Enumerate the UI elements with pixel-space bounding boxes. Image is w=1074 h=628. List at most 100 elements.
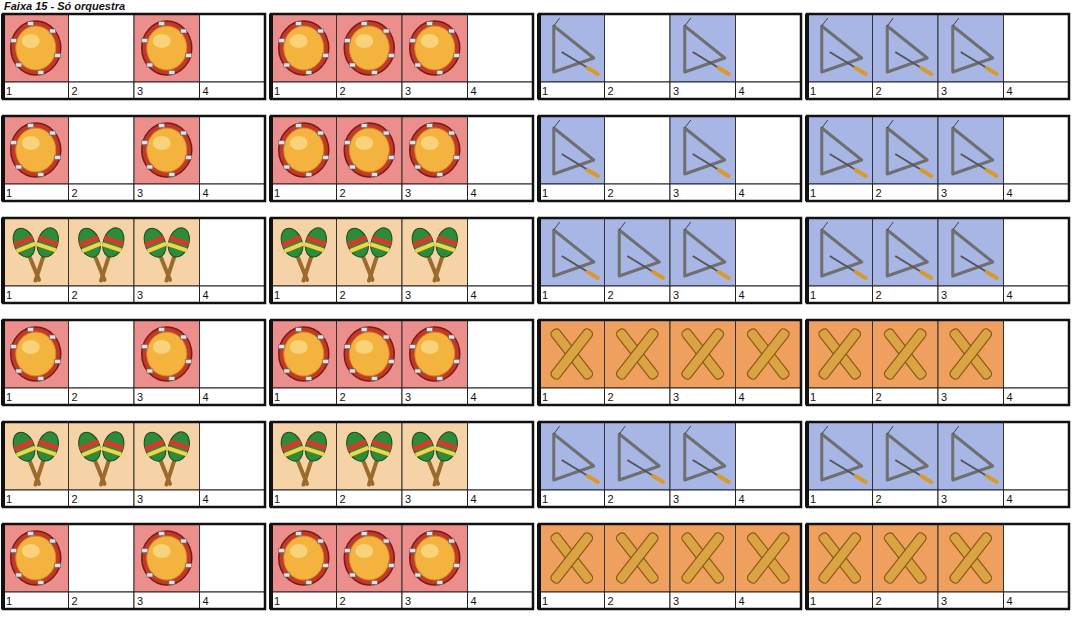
beat-cell (605, 320, 671, 388)
tambourine-jingle (186, 563, 192, 567)
tambourine-jingle (147, 165, 153, 169)
beat-number: 2 (72, 390, 78, 404)
tambourine-jingle (410, 549, 416, 553)
beat-cell (134, 218, 200, 286)
tambourine-rim (11, 327, 61, 381)
maraca-head (99, 225, 127, 260)
beat-cell (807, 320, 873, 388)
maraca (157, 429, 193, 487)
instrument-icon (883, 327, 928, 380)
tambourine-jingle (142, 549, 148, 553)
beat-number-strip (938, 286, 1004, 303)
maraca-head (367, 429, 395, 464)
triangle-string (685, 222, 691, 230)
maraca-head (9, 225, 39, 260)
triangle-frame (822, 128, 862, 174)
beat-cell (134, 524, 200, 592)
triangle-string (619, 426, 625, 434)
tambourine-jingle (181, 335, 187, 339)
maraca-handle (101, 460, 109, 485)
beat-number-strip (605, 388, 671, 405)
tambourine-jingle (169, 70, 175, 74)
maraca-head (302, 429, 330, 464)
triangle-string (887, 222, 893, 230)
tambourine-jingle (284, 573, 290, 577)
triangle-string (953, 222, 959, 230)
tambourine-jingle (388, 563, 394, 567)
triangle-frame (953, 434, 993, 480)
clave-stick (817, 531, 862, 584)
instrument-icon (549, 327, 594, 380)
beat-cell (69, 422, 135, 490)
tambourine-jingle (449, 539, 455, 543)
tambourine-jingle (349, 165, 355, 169)
tambourine-jingle (318, 131, 324, 135)
maraca-band (284, 242, 304, 253)
beat-cell (670, 14, 736, 82)
tambourine-jingle (50, 29, 56, 33)
beat-number-strip (873, 388, 939, 405)
tambourine-jingle (181, 29, 187, 33)
tambourine-jingle (147, 63, 153, 67)
beat-number-strip (3, 82, 69, 99)
triangle-beater (961, 52, 997, 74)
beat-number-strip (1004, 388, 1070, 405)
bar-line (269, 422, 273, 507)
instrument-icon (279, 531, 329, 585)
beat-number: 4 (1007, 84, 1013, 98)
tambourine-rim (279, 21, 329, 75)
beat-cell (1004, 218, 1070, 286)
triangle-beater (627, 256, 663, 278)
tambourine-jingle (306, 70, 312, 74)
clave-stick (948, 531, 993, 584)
bar-line (269, 14, 273, 99)
maraca-band (167, 446, 187, 456)
maraca-band (304, 242, 324, 252)
tambourine-skin (415, 128, 455, 172)
maraca-head (140, 429, 170, 464)
beat-number: 2 (608, 594, 614, 608)
beat-number: 3 (405, 84, 411, 98)
beat-cell (670, 422, 736, 490)
tambourine-jingle (410, 141, 416, 145)
beat-cell (271, 218, 337, 286)
tambourine-jingle (371, 376, 377, 380)
beat-cell (69, 218, 135, 286)
tambourine-skin (349, 26, 389, 70)
beat-number-strip (873, 490, 939, 507)
maraca-band (36, 446, 56, 456)
beat-number-strip (938, 184, 1004, 201)
beat-number: 3 (673, 390, 679, 404)
tambourine-jingle (186, 155, 192, 159)
tambourine-rim (11, 123, 61, 177)
beat-number: 3 (137, 84, 143, 98)
triangle-string (953, 426, 959, 434)
beat-number: 3 (941, 186, 947, 200)
tambourine-jingle (296, 22, 302, 26)
bar-line (1, 320, 5, 405)
beat-cell (670, 116, 736, 184)
maraca (294, 429, 330, 487)
tambourine-jingle (16, 165, 22, 169)
triangle-beater-grip (719, 68, 729, 74)
beat-number-strip (69, 82, 135, 99)
beat-cell (539, 218, 605, 286)
tambourine-jingle (415, 165, 421, 169)
bar-line (269, 524, 273, 609)
beat-number-strip (468, 82, 534, 99)
beat-cell (3, 14, 69, 82)
beat-number: 3 (137, 492, 143, 506)
beat-number-strip (200, 490, 266, 507)
triangle-beater-grip (921, 170, 931, 176)
beat-cell (605, 422, 671, 490)
clave-stick (817, 531, 862, 584)
beat-cell (134, 116, 200, 184)
instrument-icon (343, 429, 396, 488)
tambourine-jingle (344, 39, 350, 43)
beat-number-strip (468, 286, 534, 303)
beat-number-strip (200, 82, 266, 99)
beat-cell (69, 320, 135, 388)
measure-frame (271, 422, 533, 507)
beat-cell (337, 116, 403, 184)
beat-cell (402, 524, 468, 592)
